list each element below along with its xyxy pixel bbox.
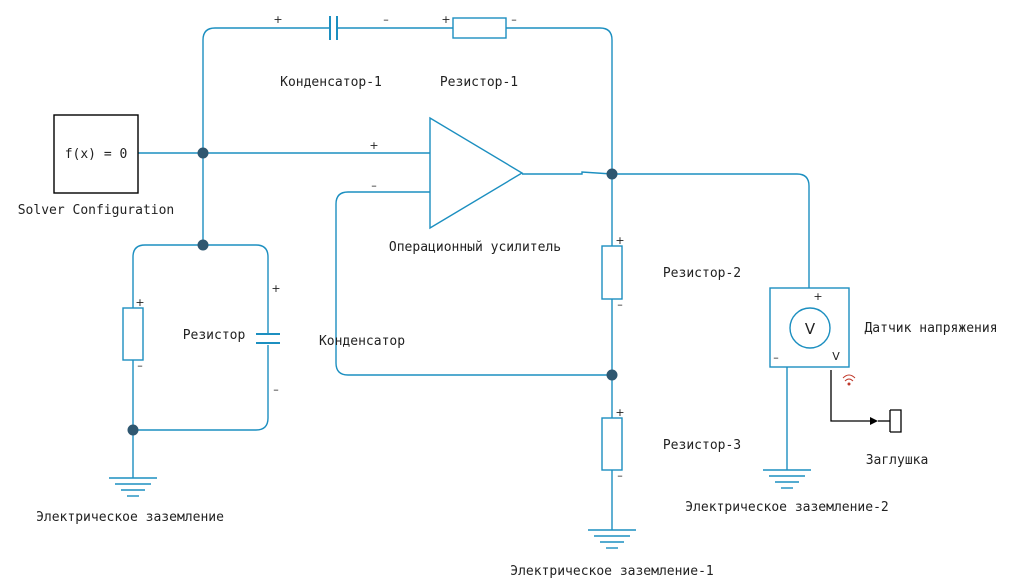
node-rc-top	[197, 239, 209, 251]
voltage-sensor-v-out: V	[832, 350, 840, 363]
opamp-minus-pin: –	[371, 179, 377, 192]
ground-2-block[interactable]	[763, 469, 811, 489]
wire-rc-top[interactable]	[132, 244, 269, 333]
junction-nodes	[127, 147, 618, 436]
capacitor-block[interactable]	[256, 333, 280, 344]
solver-configuration-block[interactable]: f(x) = 0	[53, 114, 139, 194]
node-feedback	[606, 369, 618, 381]
solver-label: Solver Configuration	[18, 203, 175, 218]
resistor-1-block[interactable]	[452, 17, 507, 39]
capacitor-1-minus: –	[383, 13, 389, 26]
signal-line[interactable]	[830, 370, 870, 422]
wire-top-loop[interactable]	[202, 27, 613, 174]
capacitor-minus: –	[273, 383, 279, 396]
voltage-sensor-minus: –	[773, 351, 779, 364]
voltage-sensor-label: Датчик напряжения	[864, 321, 997, 336]
capacitor-plus: +	[271, 282, 280, 295]
wire-opamp-minus-loop[interactable]	[335, 191, 612, 376]
ground-block[interactable]	[109, 477, 157, 497]
wires	[132, 27, 878, 530]
node-output	[606, 168, 618, 180]
capacitor-1-block[interactable]	[329, 16, 338, 40]
resistor-plus: +	[135, 296, 144, 309]
capacitor-1-plus: +	[273, 13, 282, 26]
wire-rc-bottom[interactable]	[132, 345, 269, 431]
resistor-3-label: Резистор-3	[663, 438, 741, 453]
resistor-1-plus: +	[441, 13, 450, 26]
voltage-sensor-block[interactable]	[769, 287, 850, 368]
resistor-label: Резистор	[183, 328, 246, 343]
resistor-3-block[interactable]	[601, 417, 623, 471]
resistor-2-label: Резистор-2	[663, 266, 741, 281]
opamp-plus-pin: +	[369, 139, 378, 152]
ground-label: Электрическое заземление	[36, 510, 224, 525]
resistor-2-minus: –	[617, 298, 623, 311]
wire-to-sensor[interactable]	[612, 173, 810, 288]
voltage-sensor-symbol: V	[805, 320, 816, 338]
capacitor-1-label: Конденсатор-1	[280, 75, 382, 90]
signal-arrow	[870, 417, 878, 425]
ground-1-label: Электрическое заземление-1	[510, 564, 714, 579]
wire-opamp-output[interactable]	[522, 171, 613, 175]
resistor-block[interactable]	[122, 307, 144, 361]
resistor-3-plus: +	[615, 406, 624, 419]
solver-box-label: f(x) = 0	[65, 147, 128, 162]
ground-2-label: Электрическое заземление-2	[685, 500, 889, 515]
ground-1-block[interactable]	[588, 529, 636, 549]
resistor-1-minus: –	[511, 13, 517, 26]
resistor-3-minus: –	[617, 469, 623, 482]
signal-icon	[842, 374, 856, 386]
resistor-2-plus: +	[615, 234, 624, 247]
terminator-block[interactable]	[878, 409, 902, 433]
voltage-sensor-plus: +	[813, 290, 822, 303]
node-main	[197, 147, 209, 159]
resistor-2-block[interactable]	[601, 245, 623, 300]
opamp-block[interactable]	[429, 116, 524, 230]
capacitor-label: Конденсатор	[319, 334, 405, 349]
node-rc-bottom	[127, 424, 139, 436]
resistor-1-label: Резистор-1	[440, 75, 518, 90]
opamp-label: Операционный усилитель	[389, 240, 561, 255]
terminator-label: Заглушка	[866, 453, 929, 468]
resistor-minus: –	[137, 359, 143, 372]
